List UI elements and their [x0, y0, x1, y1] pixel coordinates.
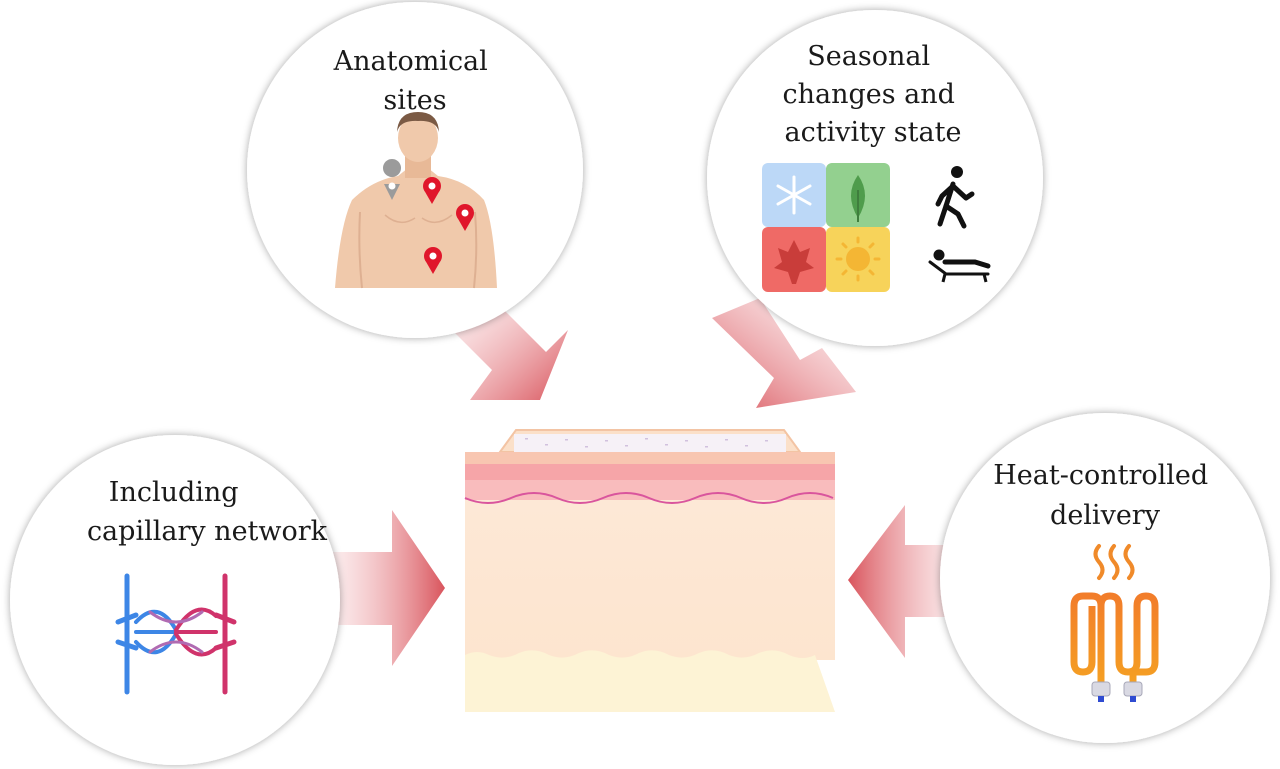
seasonal-label: Seasonal changes and activity state: [782, 41, 963, 148]
capillary-label-line-2: capillary network: [87, 516, 328, 547]
seasonal-label-line-1: Seasonal: [807, 41, 930, 72]
capillary-network-icon: [115, 573, 237, 695]
factor-heat-controlled-delivery: Heat-controlled delivery: [940, 413, 1270, 743]
arrow-from-seasonal: [712, 298, 856, 408]
factor-anatomical-sites: Anatomical sites: [247, 2, 583, 338]
human-torso-icon: [335, 112, 497, 289]
four-seasons-icon: [762, 163, 890, 292]
heating-element-icon: [1070, 592, 1159, 702]
dermal-epidermal-junction: [464, 492, 834, 504]
anatomical-label-line-1: Anatomical: [333, 46, 488, 77]
sun-icon: [835, 236, 881, 282]
heat-label: Heat-controlled delivery: [993, 460, 1217, 531]
location-pin-icon-grey: [383, 159, 402, 200]
factor-seasonal-activity: Seasonal changes and activity state: [707, 10, 1043, 346]
heat-label-line-1: Heat-controlled: [993, 460, 1208, 491]
walking-person-icon: [935, 166, 975, 229]
location-pin-icon-1: [423, 177, 441, 204]
heat-label-line-2: delivery: [1050, 500, 1161, 531]
factor-capillary-network: Including capillary network: [10, 435, 340, 765]
arrow-from-heat: [848, 505, 968, 658]
capillary-label: Including capillary network: [87, 477, 328, 547]
location-pin-icon-2: [456, 204, 474, 231]
anatomical-label-line-2: sites: [383, 85, 446, 116]
seasonal-label-line-2: changes and: [782, 79, 954, 110]
arrow-from-capillary: [325, 510, 445, 666]
anatomical-label: Anatomical sites: [333, 46, 497, 116]
maple-leaf-icon: [774, 240, 814, 284]
seasonal-label-line-3: activity state: [785, 117, 962, 148]
snowflake-icon: [776, 175, 812, 215]
capillary-label-line-1: Including: [109, 477, 239, 508]
location-pin-icon-3: [424, 247, 442, 274]
skin-cross-section: [464, 429, 835, 712]
heat-waves-icon: [1093, 544, 1135, 580]
reclining-person-icon: [928, 249, 991, 283]
